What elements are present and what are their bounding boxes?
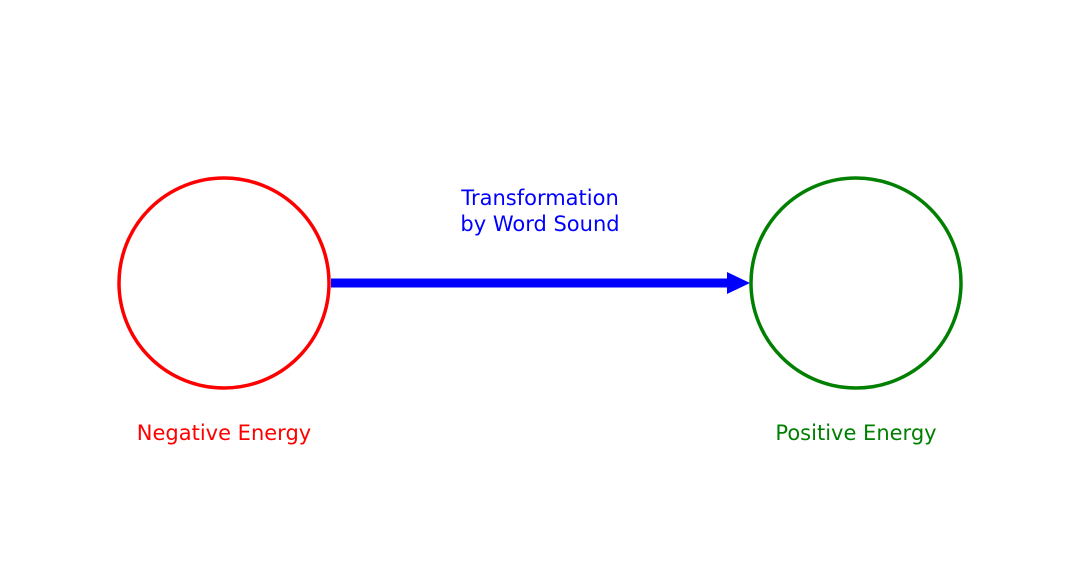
transformation-label-line-2: by Word Sound	[460, 212, 619, 236]
negative-energy-node: Negative Energy	[117, 176, 331, 445]
negative-energy-circle	[117, 176, 331, 390]
transformation-label: Transformation by Word Sound	[460, 186, 619, 236]
arrow-head	[727, 272, 750, 294]
positive-energy-node: Positive Energy	[749, 176, 963, 445]
transformation-label-line-1: Transformation	[460, 186, 619, 210]
transformation-arrow	[331, 272, 750, 294]
positive-energy-label: Positive Energy	[775, 421, 936, 445]
negative-energy-label: Negative Energy	[137, 421, 311, 445]
positive-energy-circle	[749, 176, 963, 390]
arrow-shaft	[331, 278, 729, 288]
